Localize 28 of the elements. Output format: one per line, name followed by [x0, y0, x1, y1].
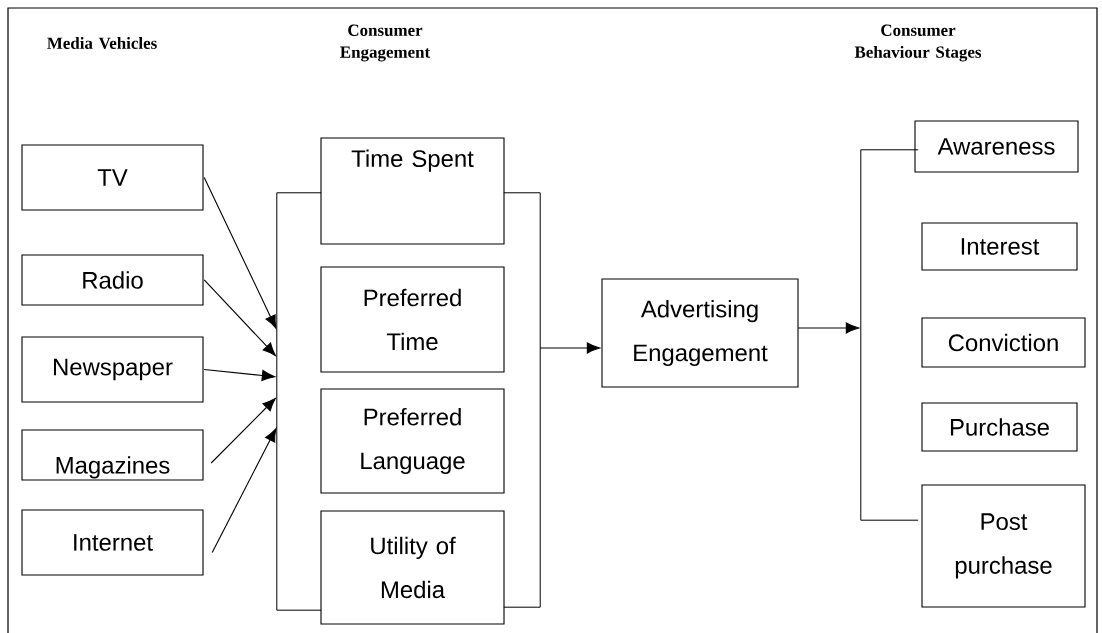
box: Radio [21, 254, 204, 306]
bracket [860, 149, 919, 521]
box: Post purchase [921, 484, 1086, 608]
column-heading: Media Vehicles [47, 37, 157, 49]
bracket [503, 192, 541, 608]
box: Preferred Time [320, 266, 505, 373]
arrow [210, 397, 276, 464]
box: Awareness [914, 120, 1079, 173]
box: Newspaper [21, 336, 204, 403]
column-heading: Consumer Behaviour Stages [854, 24, 982, 62]
bracket [276, 192, 322, 611]
arrow [203, 279, 276, 356]
box: Purchase [921, 402, 1078, 452]
box: Utility of Media [320, 510, 505, 625]
box: Internet [21, 509, 204, 576]
box: Time Spent [320, 137, 505, 245]
arrow [211, 428, 277, 554]
box: TV [21, 144, 204, 211]
box: Interest [921, 222, 1078, 271]
arrow [797, 322, 860, 334]
column-heading: Consumer Engagement [340, 24, 431, 62]
arrow [203, 368, 276, 382]
box: Preferred Language [320, 388, 505, 494]
box: Conviction [921, 317, 1086, 368]
box: Magazines [21, 429, 204, 481]
arrow [203, 176, 277, 329]
arrow [539, 342, 601, 354]
box: Advertising Engagement [601, 278, 799, 388]
